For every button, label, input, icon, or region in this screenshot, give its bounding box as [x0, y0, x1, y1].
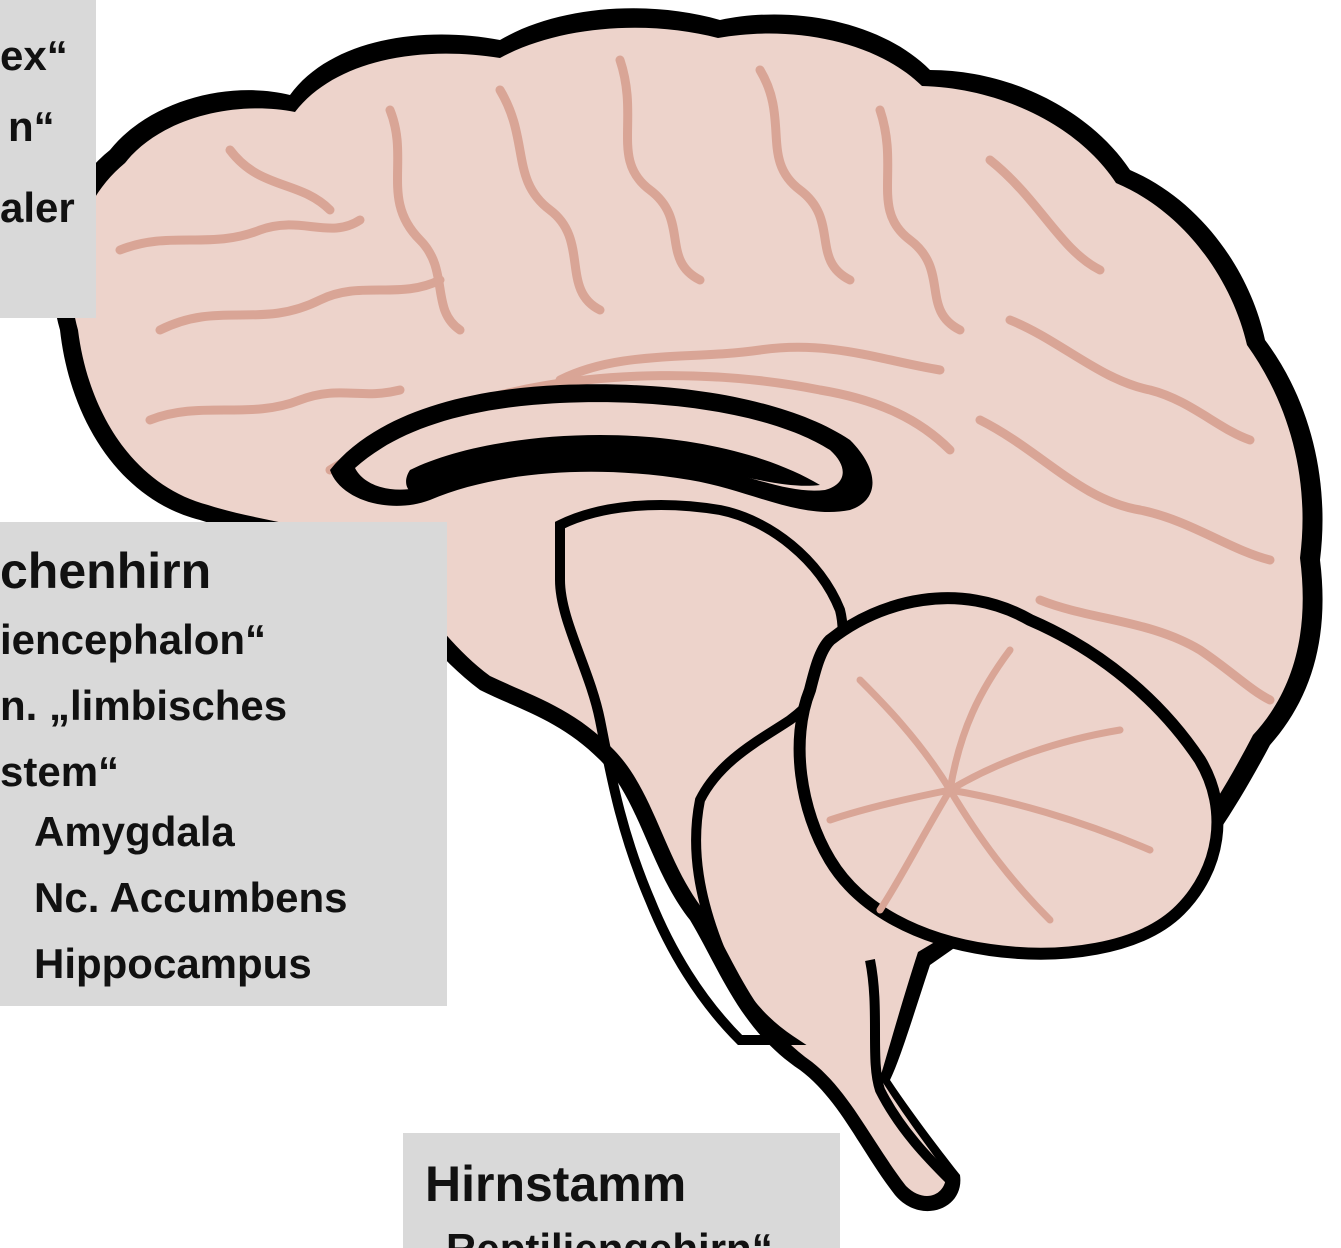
brainstem-label-box: Hirnstamm „Reptiliengehirn“	[403, 1133, 840, 1248]
brainstem-subtitle: „Reptiliengehirn“	[425, 1225, 773, 1248]
cortex-line-2: n“	[8, 103, 55, 151]
midbrain-line-3: stem“	[0, 748, 119, 796]
midbrain-label-box: chenhirn iencephalon“ n. „limbisches ste…	[0, 522, 447, 1006]
cortex-label-box: ex“ n“ aler	[0, 0, 96, 318]
midbrain-title: chenhirn	[0, 542, 211, 600]
midbrain-line-1: iencephalon“	[0, 616, 266, 664]
brainstem-title: Hirnstamm	[425, 1155, 686, 1213]
cortex-line-1: ex“	[0, 32, 68, 80]
midbrain-item-accumbens: Nc. Accumbens	[34, 874, 348, 922]
midbrain-item-amygdala: Amygdala	[34, 808, 235, 856]
cortex-line-3: aler	[0, 184, 75, 232]
midbrain-line-2: n. „limbisches	[0, 682, 287, 730]
midbrain-item-hippocampus: Hippocampus	[34, 940, 312, 988]
